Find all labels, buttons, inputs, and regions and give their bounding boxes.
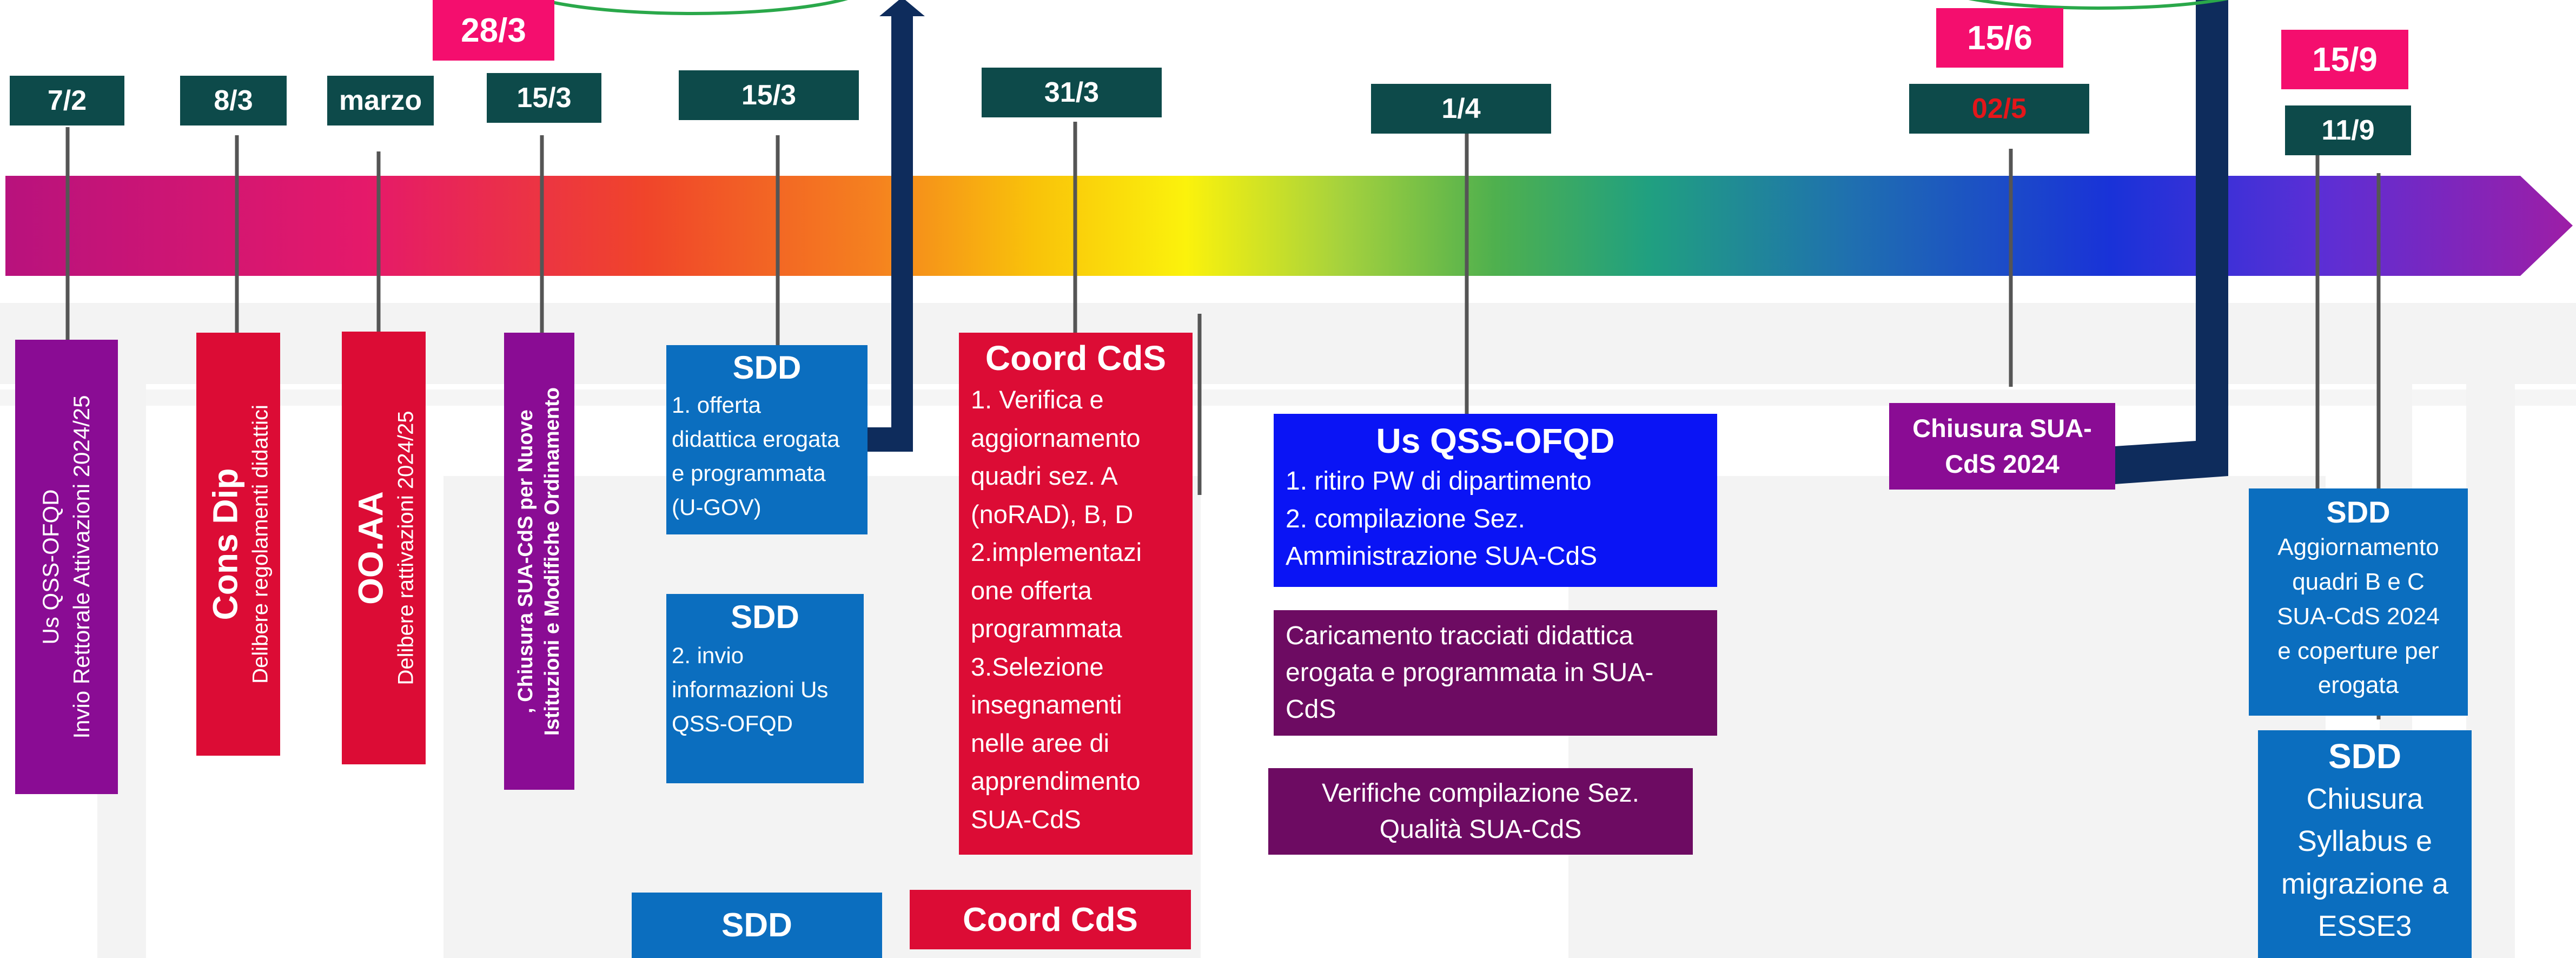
connector-arrow-right <box>2115 0 2228 484</box>
chiusura-nuove-line-2: Istituzioni e Modifiche Ordinamento <box>541 387 564 736</box>
sdd-bottom-box: SDD <box>632 893 882 958</box>
coord-cds-line: insegnamenti <box>971 690 1122 719</box>
sdd-offerta-title: SDD <box>732 349 802 386</box>
us-qss-ofqd-line: 1. ritiro PW di dipartimento <box>1286 467 1592 495</box>
sdd-chiusura-syllabus-line: migrazione a <box>2281 867 2449 900</box>
sdd-invio-box: SDD 2. invio informazioni Us QSS-OFQD <box>666 594 864 783</box>
coord-cds-title: Coord CdS <box>985 339 1167 378</box>
date-label-31-3: 31/3 <box>982 68 1162 117</box>
chiusura-nuove-line-1: , Chiusura SUA-CdS per Nuove <box>514 409 537 713</box>
sdd-invio-line: informazioni Us <box>672 677 829 702</box>
coord-cds-line: aggiornamento <box>971 423 1141 452</box>
sdd-aggiornamento-line: e coperture per <box>2277 637 2439 664</box>
coord-cds-line: nelle aree di <box>971 728 1110 757</box>
chiusura-nuove-istituzioni-vertical-box: , Chiusura SUA-CdS per Nuove Istituzioni… <box>504 333 574 790</box>
date-connector-lines <box>65 122 2381 719</box>
sdd-chiusura-syllabus-title: SDD <box>2328 737 2402 776</box>
verifiche-line: Qualità SUA-CdS <box>1379 815 1582 844</box>
verifiche-line: Verifiche compilazione Sez. <box>1322 778 1639 808</box>
coord-cds-bottom-title: Coord CdS <box>963 901 1138 939</box>
us-qss-ofqd-vertical-box: Us QSS-OFQD Invio Rettorale Attivazioni … <box>15 340 118 794</box>
coord-cds-line: 1. Verifica e <box>971 385 1104 414</box>
date-label-8-3: 8/3 <box>180 76 287 125</box>
sdd-chiusura-syllabus-box: SDD Chiusura Syllabus e migrazione a ESS… <box>2258 730 2472 958</box>
cons-dip-title: Cons Dip <box>205 468 244 620</box>
caricamento-line: Caricamento tracciati didattica <box>1286 622 1633 650</box>
date-label-1-4: 1/4 <box>1371 84 1551 134</box>
coord-cds-box: Coord CdS 1. Verifica e aggiornamento qu… <box>959 333 1193 855</box>
us-qss-ofqd-vertical-title: Us QSS-OFQD <box>38 489 64 645</box>
sdd-invio-title: SDD <box>731 599 799 635</box>
sdd-invio-line: QSS-OFQD <box>672 711 793 736</box>
coord-cds-line: programmata <box>971 614 1122 643</box>
sdd-invio-line: 2. invio <box>672 643 744 668</box>
deadline-label-28-3: 28/3 <box>433 0 554 61</box>
ooaa-title: OO.AA <box>350 491 390 605</box>
caricamento-tracciati-box: Caricamento tracciati didattica erogata … <box>1274 610 1717 736</box>
caricamento-line: CdS <box>1286 695 1336 724</box>
sdd-aggiornamento-line: Aggiornamento <box>2277 534 2439 561</box>
date-label-02-5: 02/5 <box>1909 84 2089 134</box>
us-qss-ofqd-line: 2. compilazione Sez. <box>1286 504 1525 533</box>
sdd-offerta-line: e programmata <box>672 460 826 486</box>
timeline-arrow <box>5 176 2573 276</box>
sdd-aggiornamento-line: erogata <box>2317 672 2399 699</box>
coord-cds-line: (noRAD), B, D <box>971 499 1134 528</box>
sdd-offerta-line: 1. offerta <box>672 392 761 418</box>
verifiche-compilazione-box: Verifiche compilazione Sez. Qualità SUA-… <box>1268 768 1693 855</box>
sdd-aggiornamento-box: SDD Aggiornamento quadri B e C SUA-CdS 2… <box>2249 488 2468 716</box>
top-oval-right <box>1968 0 2229 10</box>
sdd-offerta-line: (U-GOV) <box>672 494 761 520</box>
caricamento-line: erogata e programmata in SUA- <box>1286 658 1654 688</box>
ooaa-text: Delibere rattivazioni 2024/25 <box>393 411 418 685</box>
date-label-7-2: 7/2 <box>10 76 124 125</box>
connector-arrow-up <box>866 0 925 452</box>
date-label-15-3-b: 15/3 <box>679 70 859 120</box>
coord-cds-bottom-box: Coord CdS <box>910 890 1191 949</box>
coord-cds-line: apprendimento <box>971 767 1141 796</box>
date-label-15-3-a: 15/3 <box>487 73 601 123</box>
sdd-offerta-box: SDD 1. offerta didattica erogata e progr… <box>666 345 868 534</box>
sdd-chiusura-syllabus-line: Chiusura <box>2306 783 2423 815</box>
chiusura-sua-cds-2024-box: Chiusura SUA- CdS 2024 <box>1889 403 2115 490</box>
coord-cds-line: SUA-CdS <box>971 804 1081 834</box>
sdd-chiusura-syllabus-line: ESSE3 <box>2317 909 2412 942</box>
top-oval-left <box>537 0 848 15</box>
deadline-label-15-6: 15/6 <box>1936 8 2063 68</box>
coord-cds-line: 2.implementazi <box>971 538 1142 567</box>
deadline-label-15-9: 15/9 <box>2281 30 2408 89</box>
cons-dip-vertical-box: Cons Dip Delibere regolamenti didattici <box>196 333 280 756</box>
sdd-offerta-line: didattica erogata <box>672 426 840 452</box>
coord-cds-line: quadri sez. A <box>971 461 1118 491</box>
coord-cds-line: one offerta <box>971 576 1092 605</box>
sdd-bottom-title: SDD <box>721 907 792 944</box>
sdd-chiusura-syllabus-line: Syllabus e <box>2297 825 2433 858</box>
us-qss-ofqd-line: Amministrazione SUA-CdS <box>1286 542 1598 571</box>
chiusura-2024-line: Chiusura SUA- <box>1912 414 2092 443</box>
sdd-aggiornamento-title: SDD <box>2326 495 2390 529</box>
date-label-11-9: 11/9 <box>2285 105 2411 155</box>
cons-dip-text: Delibere regolamenti didattici <box>248 405 272 684</box>
us-qss-ofqd-vertical-text: Invio Rettorale Attivazioni 2024/25 <box>69 395 94 739</box>
coord-cds-line: 3.Selezione <box>971 652 1104 681</box>
sdd-aggiornamento-line: SUA-CdS 2024 <box>2277 603 2440 630</box>
us-qss-ofqd-title: Us QSS-OFQD <box>1376 421 1615 460</box>
ooaa-vertical-box: OO.AA Delibere rattivazioni 2024/25 <box>342 332 426 764</box>
date-label-marzo: marzo <box>327 76 434 125</box>
sdd-aggiornamento-line: quadri B e C <box>2292 568 2425 595</box>
us-qss-ofqd-box: Us QSS-OFQD 1. ritiro PW di dipartimento… <box>1274 414 1717 587</box>
chiusura-2024-line: CdS 2024 <box>1945 450 2060 478</box>
